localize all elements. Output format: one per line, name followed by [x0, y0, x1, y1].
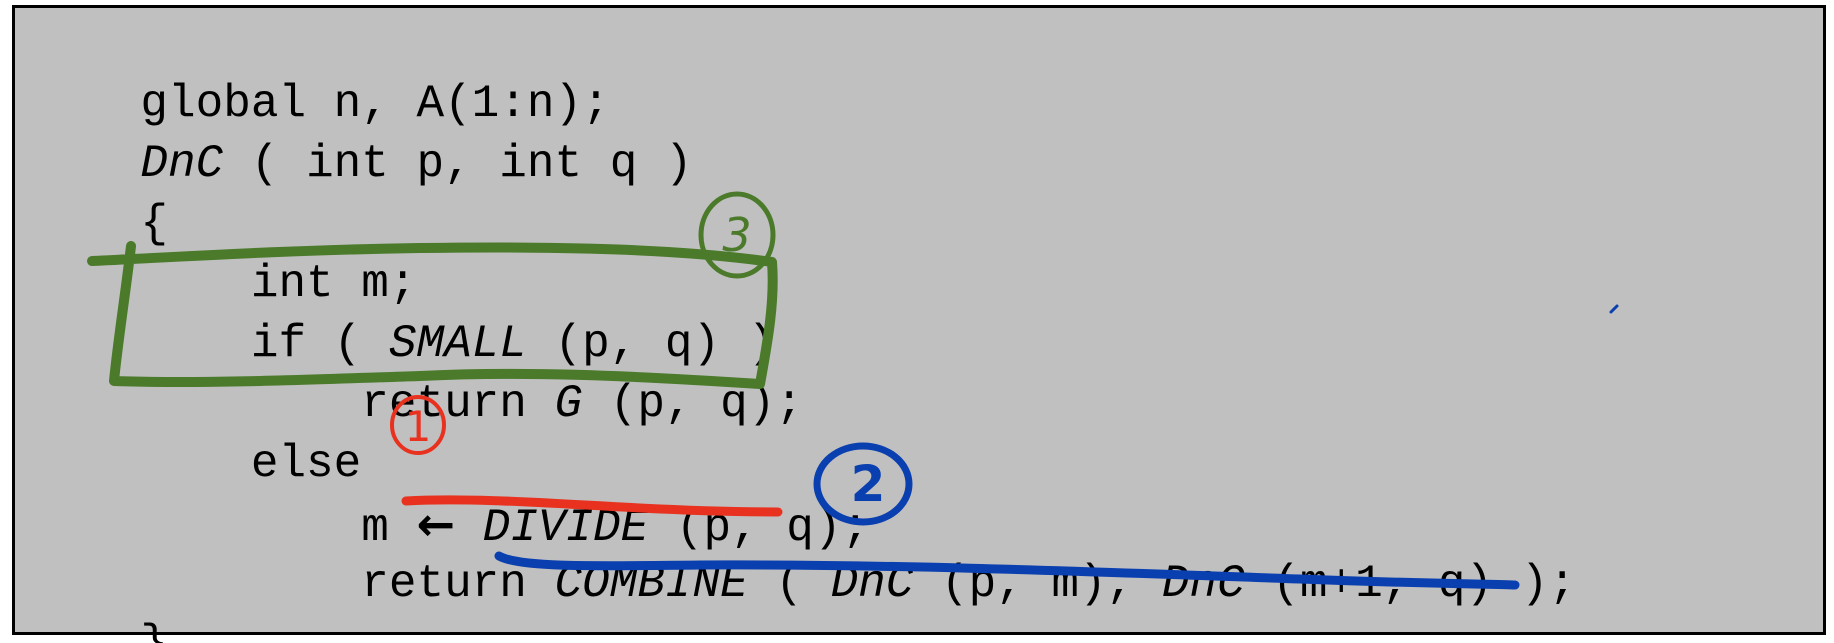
circle-1-icon [390, 395, 446, 455]
function-name: DnC [1161, 558, 1245, 610]
code-line-global: global n, A(1:n); [30, 14, 609, 130]
blue-underline-stroke [494, 551, 1520, 590]
code-text: global n, A(1:n); [140, 78, 610, 130]
code-text: else [140, 438, 362, 490]
annotation-3-label: 3 [722, 208, 751, 262]
function-name: G [554, 378, 583, 430]
green-box-stroke [87, 241, 778, 389]
code-text: int m; [140, 258, 417, 310]
code-line-close-brace: } [30, 554, 168, 643]
circle-3-icon [698, 191, 776, 279]
code-line-else: else [30, 374, 361, 490]
code-text: ( int p, int q ) [223, 138, 693, 190]
code-text: m [140, 502, 417, 554]
code-text: if ( [140, 318, 389, 370]
function-name: SMALL [388, 318, 527, 370]
annotation-1-label: 1 [405, 402, 432, 451]
code-text: return [140, 558, 555, 610]
code-text: } [140, 618, 168, 643]
function-name: DnC [140, 138, 224, 190]
circle-2-icon [813, 442, 913, 526]
arrow-symbol: ← [416, 497, 456, 551]
code-line-signature: DnC ( int p, int q ) [30, 74, 692, 190]
red-underline-stroke [401, 495, 783, 517]
code-text: { [140, 198, 169, 250]
code-box [12, 5, 1826, 635]
annotation-2-label: 2 [851, 455, 886, 513]
code-text: (p, q); [582, 378, 803, 430]
stray-ink-mark [1609, 304, 1619, 314]
code-line-open-brace: { [30, 134, 168, 250]
code-line-declare: int m; [30, 194, 417, 310]
